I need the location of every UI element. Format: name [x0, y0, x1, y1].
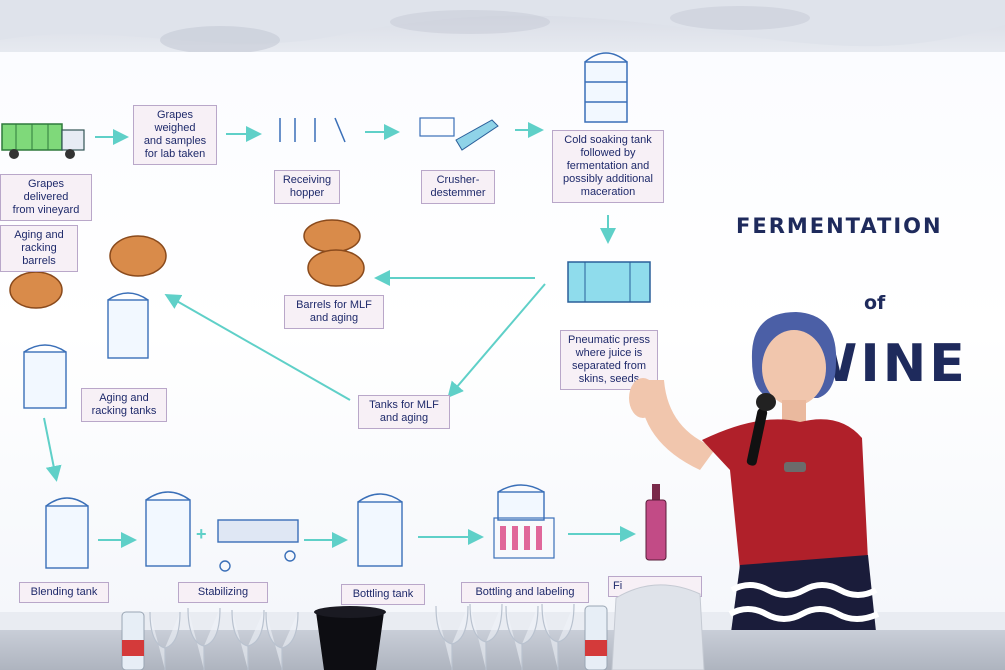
wine-glasses-icon: [149, 603, 575, 670]
aging-tanks-icon: [23, 292, 149, 409]
step-bottling-labeling: Bottling and labeling: [461, 582, 589, 603]
bottling-line-icon: [493, 517, 555, 559]
ice-bucket-icon: [314, 606, 386, 670]
step-grapes-weighed: Grapes weighed and samples for lab taken: [133, 105, 217, 165]
step-stabilizing: Stabilizing: [178, 582, 268, 603]
speaker-top: [702, 419, 868, 570]
speaker-face: [762, 330, 826, 406]
step-tanks-mlf: Tanks for MLF and aging: [358, 395, 450, 429]
step-receiving-hopper: Receiving hopper: [274, 170, 340, 204]
svg-text:+: +: [196, 524, 207, 544]
hopper-icon: [279, 117, 346, 143]
truck-icon: [1, 123, 85, 159]
water-bottle-icon: [121, 605, 608, 670]
step-aging-barrels: Aging and racking barrels: [0, 225, 78, 272]
step-barrels-mlf: Barrels for MLF and aging: [284, 295, 384, 329]
microphone-icon: [746, 408, 768, 466]
wine-bottle-icon: [645, 484, 667, 561]
watch-icon: [784, 462, 806, 472]
ceiling-ornament: [0, 0, 1005, 54]
barrels-icon: [9, 219, 365, 309]
step-grapes-delivered: Grapes delivered from vineyard: [0, 174, 92, 221]
speaker-arm: [639, 380, 716, 470]
filter-icon: +: [196, 519, 299, 572]
foreground-table: [0, 630, 1005, 670]
cold-soak-tank-icon: [584, 52, 628, 123]
step-aging-tanks: Aging and racking tanks: [81, 388, 167, 422]
bottom-tanks-icon: [45, 484, 545, 569]
step-crusher: Crusher- destemmer: [421, 170, 495, 204]
flow-arrows: [43, 122, 636, 548]
step-cold-soak: Cold soaking tank followed by fermentati…: [552, 130, 664, 203]
step-blending-tank: Blending tank: [19, 582, 109, 603]
press-icon: [567, 261, 651, 303]
step-bottling-tank: Bottling tank: [341, 584, 425, 605]
slide-title-fermentation: FERMENTATION: [736, 214, 943, 238]
crusher-icon: [419, 117, 499, 151]
slide-title-of: of: [864, 292, 886, 314]
chair-icon: [611, 584, 705, 670]
